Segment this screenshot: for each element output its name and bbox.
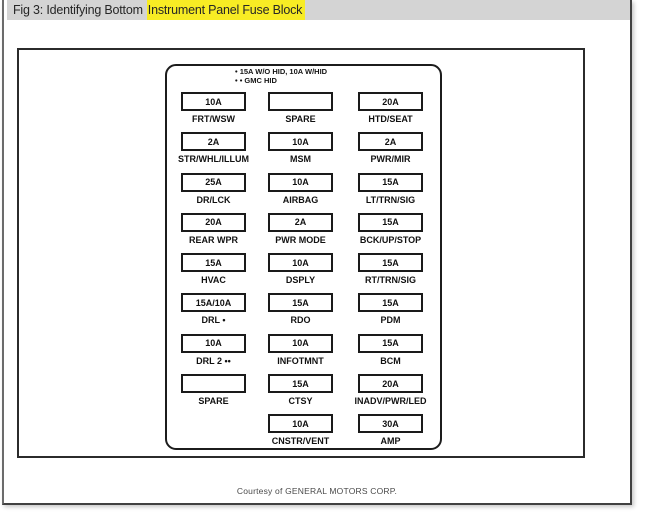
figure-title: Fig 3: Identifying Bottom	[13, 3, 143, 17]
fuse-label: RDO	[290, 315, 311, 326]
fuse-cell: 15A/10A DRL •	[181, 293, 246, 325]
fuse-box: 15A	[268, 293, 333, 313]
fuse-cell: 2A PWR/MIR	[358, 132, 423, 164]
fuse-box: 2A	[181, 132, 246, 152]
fuse-cell: SPARE	[268, 92, 333, 124]
fuse-label: LT/TRN/SIG	[365, 194, 416, 205]
diagram-panel: • 15A W/O HID, 10A W/HID • • GMC HID 10A…	[17, 48, 585, 458]
fuse-label: HTD/SEAT	[368, 114, 413, 124]
fuse-label: PDM	[380, 315, 401, 326]
credit-text: Courtesy of GENERAL MOTORS CORP.	[236, 486, 398, 496]
fuse-label: STR/WHL/ILLUM	[178, 154, 249, 165]
fuse-cell: 10A INFOTMNT	[268, 333, 333, 366]
fuse-cell: 2A STR/WHL/ILLUM	[178, 132, 249, 165]
fuse-label: DRL 2 ••	[196, 355, 231, 366]
fuse-box: 20A	[181, 212, 246, 232]
fuse-label: AMP	[380, 436, 401, 447]
fuse-box	[181, 374, 246, 394]
fuse-box: 15A	[358, 172, 423, 192]
fuse-label: SPARE	[198, 396, 229, 407]
fuse-cell: 30A AMP	[358, 414, 423, 446]
fuse-cell: 10A DSPLY	[268, 253, 333, 285]
fuse-cell: 15A RT/TRN/SIG	[358, 253, 423, 285]
fuse-row: SPARE 15A CTSY 20A INADV/PWR/LED	[167, 374, 440, 414]
fuse-box: 10A	[268, 172, 333, 192]
legend-line-2: • • GMC HID	[235, 76, 277, 85]
fuse-cell: 20A HTD/SEAT	[358, 92, 423, 124]
legend-line-1: • 15A W/O HID, 10A W/HID	[235, 67, 328, 76]
fuse-label: DR/LCK	[196, 194, 231, 205]
fuse-box: 20A	[358, 374, 423, 394]
fuse-box: 25A	[181, 172, 246, 192]
fuse-label: AIRBAG	[282, 194, 319, 205]
fuse-label: BCM	[380, 355, 401, 366]
fuse-row: 20A REAR WPR 2A PWR MODE 15A BCK/UP/STOP	[167, 212, 440, 253]
fuse-row: 25A DR/LCK 10A AIRBAG 15A LT/TRN/SIG	[167, 172, 440, 213]
fuse-cell: SPARE	[181, 374, 246, 406]
fuse-cell: 10A MSM	[268, 132, 333, 164]
fuse-cell: 15A CTSY	[268, 374, 333, 406]
fuse-label: DSPLY	[285, 275, 316, 286]
fuse-label: HVAC	[201, 275, 226, 286]
fuse-box: 2A	[268, 212, 333, 232]
fuse-box: 10A	[268, 253, 333, 273]
fuse-label: MSM	[290, 154, 311, 165]
fuse-label: REAR WPR	[189, 234, 238, 245]
fuse-box: 10A	[181, 333, 246, 353]
fuse-cell: 15A PDM	[358, 293, 423, 325]
figure-caption-bar: Fig 3: Identifying Bottom Instrument Pan…	[7, 0, 630, 20]
fuse-box: 15A	[181, 253, 246, 273]
fuse-cell: 10A CNSTR/VENT	[268, 414, 333, 446]
fuse-label: INFOTMNT	[277, 355, 324, 366]
fuse-label: PWR MODE	[275, 234, 326, 245]
fuse-label: BCK/UP/STOP	[359, 234, 422, 245]
fuse-label: PWR/MIR	[370, 154, 411, 165]
fuse-cell: 2A PWR MODE	[268, 212, 333, 245]
fuse-row: 10A DRL 2 •• 10A INFOTMNT 15A BCM	[167, 333, 440, 374]
fuse-label: SPARE	[285, 114, 316, 124]
fuse-cell: 10A DRL 2 ••	[181, 333, 246, 366]
fuse-row: 10A FRT/WSW SPARE 20A HTD/SEAT	[167, 92, 440, 132]
fuse-box: 15A	[358, 293, 423, 313]
fuse-label: FRT/WSW	[192, 114, 235, 124]
fuse-label: RT/TRN/SIG	[365, 275, 416, 286]
fuse-box: 15A	[358, 253, 423, 273]
fuse-row: 2A STR/WHL/ILLUM 10A MSM 2A PWR/MIR	[167, 132, 440, 172]
fuse-row: 10A CNSTR/VENT 30A AMP	[167, 414, 440, 454]
fuse-cell: 15A BCM	[358, 333, 423, 366]
fuse-box: 15A	[358, 212, 423, 232]
fuse-label: CTSY	[288, 396, 313, 407]
figure-title-highlight: Instrument Panel Fuse Block	[146, 0, 306, 20]
fuse-label: CNSTR/VENT	[271, 436, 330, 447]
fuse-box: 15A	[268, 374, 333, 394]
fuse-box: 15A/10A	[181, 293, 246, 313]
fuse-cell: 20A INADV/PWR/LED	[355, 374, 427, 406]
fuse-box: 20A	[358, 92, 423, 111]
fuse-cell: 15A LT/TRN/SIG	[358, 172, 423, 205]
fuse-label: DRL •	[201, 315, 226, 326]
fuse-box: 2A	[358, 132, 423, 152]
fuse-cell: 15A RDO	[268, 293, 333, 325]
figure-frame: Fig 3: Identifying Bottom Instrument Pan…	[2, 0, 632, 505]
fuse-cell: 20A REAR WPR	[181, 212, 246, 245]
fuse-box	[268, 92, 333, 111]
fuse-box: 10A	[268, 333, 333, 353]
fuse-grid: 10A FRT/WSW SPARE 20A HTD/SEAT 2A	[167, 92, 440, 455]
fuse-box: 10A	[181, 92, 246, 111]
fuse-box: 10A	[268, 414, 333, 434]
fuse-cell: 10A FRT/WSW	[181, 92, 246, 124]
fuse-block-outline: • 15A W/O HID, 10A W/HID • • GMC HID 10A…	[165, 64, 442, 450]
fuse-box: 30A	[358, 414, 423, 434]
fuse-row: 15A/10A DRL • 15A RDO 15A PDM	[167, 293, 440, 333]
fuse-box: 10A	[268, 132, 333, 152]
fuse-cell: 10A AIRBAG	[268, 172, 333, 205]
fuse-cell: 25A DR/LCK	[181, 172, 246, 205]
fuse-box: 15A	[358, 333, 423, 353]
fuse-label: INADV/PWR/LED	[354, 396, 427, 407]
fuse-cell: 15A BCK/UP/STOP	[358, 212, 423, 245]
legend: • 15A W/O HID, 10A W/HID • • GMC HID	[235, 67, 327, 85]
fuse-cell: 15A HVAC	[181, 253, 246, 285]
fuse-row: 15A HVAC 10A DSPLY 15A RT/TRN/SIG	[167, 253, 440, 293]
